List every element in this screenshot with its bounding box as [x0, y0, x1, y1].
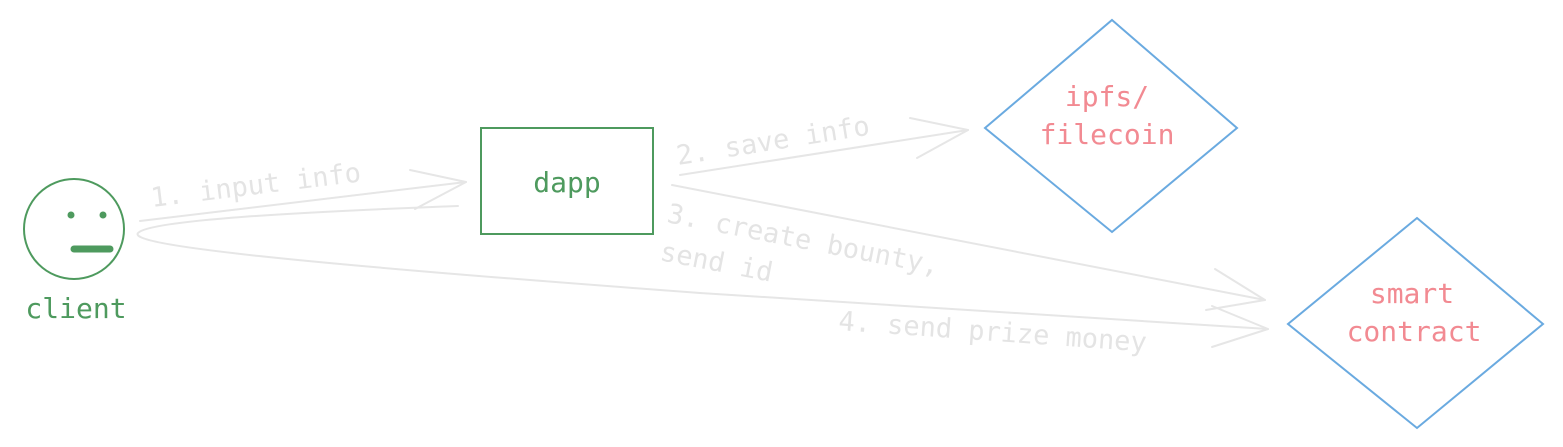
- edge-input-info-label: 1. input info: [149, 157, 363, 214]
- edge-save-info-arrowhead: [909, 117, 969, 159]
- edge-input-info: 1. input info: [139, 157, 467, 222]
- edge-input-info-line: [139, 181, 467, 222]
- edge-create-bounty-arrowhead: [1205, 268, 1266, 311]
- node-client-label: client: [25, 292, 126, 325]
- edge-save-info-label: 2. save info: [674, 111, 872, 172]
- node-contract-diamond: [1286, 216, 1545, 430]
- edge-input-info-arrowhead: [409, 169, 467, 210]
- node-client: client: [23, 178, 127, 325]
- node-ipfs-label-line2: filecoin: [1040, 118, 1175, 151]
- node-ipfs-label-line1: ipfs/: [1065, 80, 1149, 113]
- node-contract-label-line1: smart: [1370, 277, 1454, 310]
- node-dapp: dapp: [480, 127, 654, 235]
- edge-send-prize-label: 4. send prize money: [838, 306, 1148, 358]
- edge-send-prize-line: [136, 205, 1269, 330]
- edge-save-info-line: [679, 129, 969, 176]
- edge-create-bounty-line: [671, 184, 1266, 301]
- node-dapp-box: [480, 127, 654, 235]
- edge-save-info: 2. save info: [674, 111, 969, 176]
- node-smart-contract: smart contract: [1286, 216, 1545, 430]
- node-ipfs-filecoin: ipfs/ filecoin: [983, 18, 1239, 234]
- edge-create-bounty: 3. create bounty, send id: [658, 184, 1266, 311]
- edge-send-prize-arrowhead: [1211, 305, 1269, 348]
- node-ipfs-diamond: [983, 18, 1239, 234]
- node-dapp-label: dapp: [533, 166, 600, 199]
- node-contract-label-line2: contract: [1347, 315, 1482, 348]
- neutral-face-icon: [23, 178, 125, 280]
- face-outline: [23, 178, 125, 280]
- face-right-eye: [99, 211, 107, 219]
- face-left-eye: [67, 211, 75, 219]
